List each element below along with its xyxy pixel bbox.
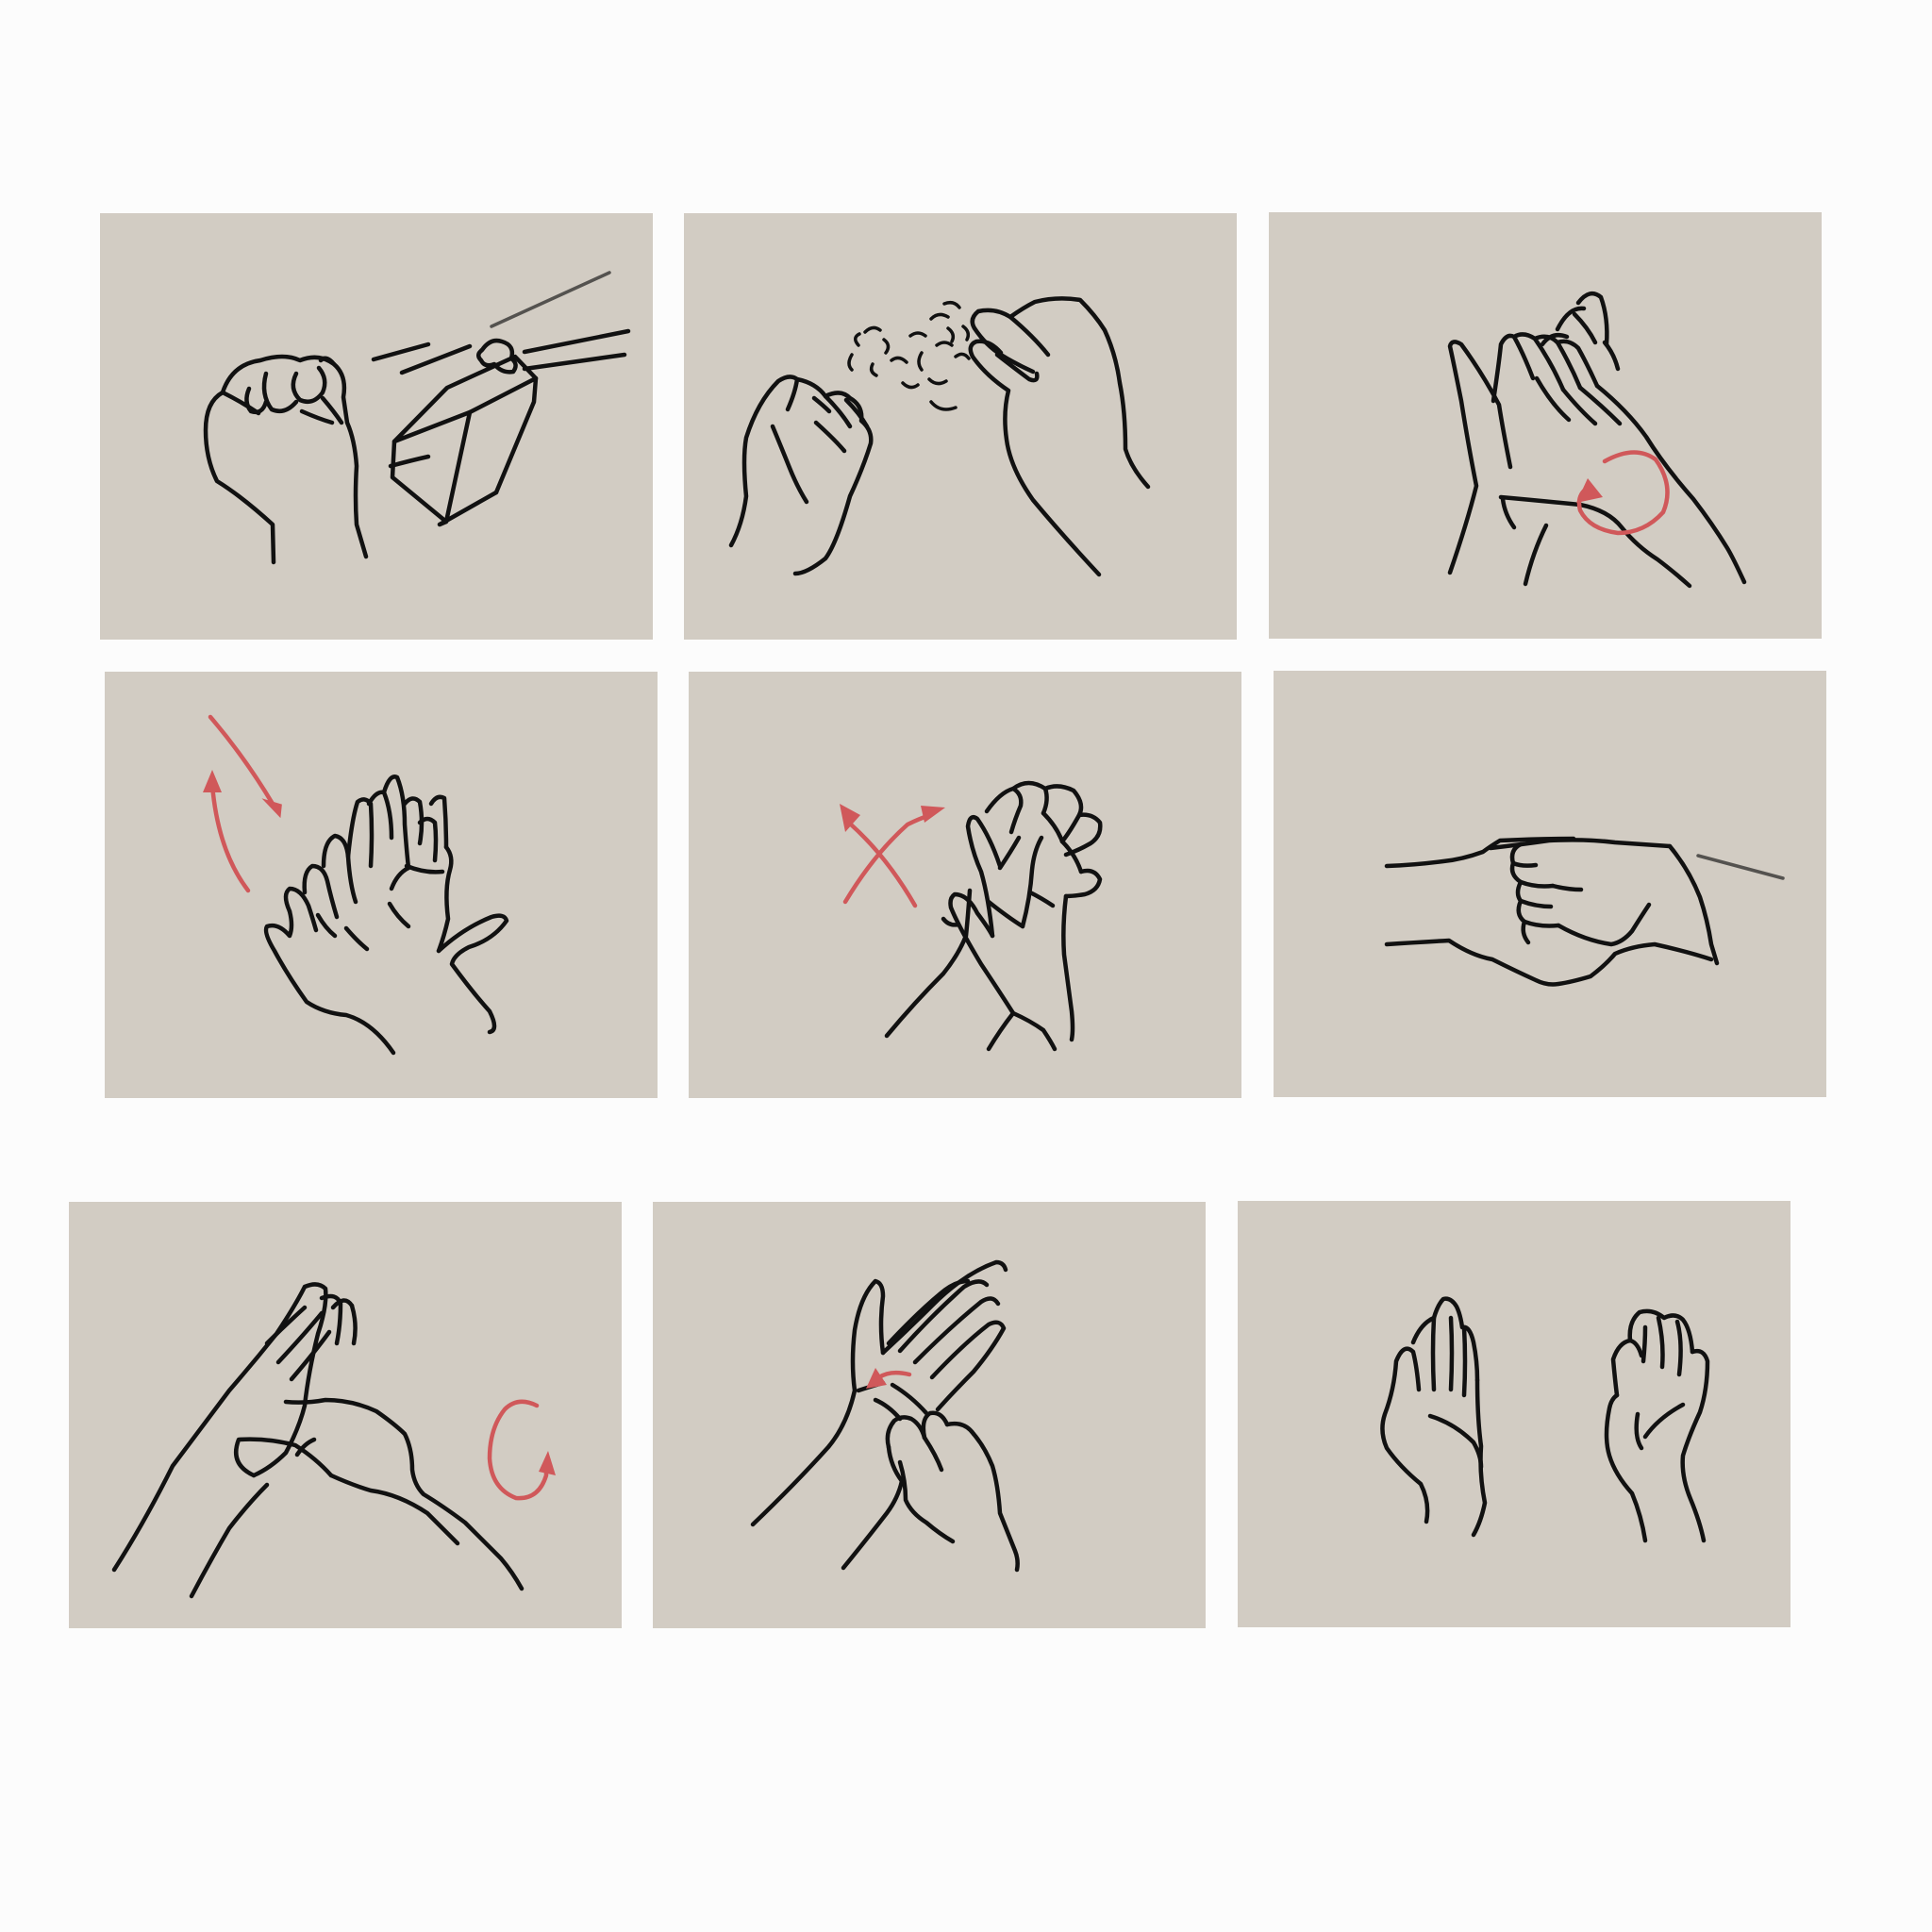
motion-arrow	[866, 1368, 912, 1389]
thumb-rotation-icon	[111, 1282, 556, 1599]
palm-circular-rub-icon	[1447, 291, 1747, 589]
sanitizer-spray-icon	[203, 271, 631, 565]
motion-arrows	[840, 804, 945, 908]
step-6-panel	[1274, 671, 1826, 1097]
motion-arrow	[1576, 450, 1670, 536]
step-7-panel	[69, 1202, 622, 1628]
fingertips-in-palm-icon	[750, 1259, 1020, 1573]
step-4-panel	[105, 672, 658, 1098]
motion-arrows	[203, 714, 282, 893]
step-9-panel	[1238, 1201, 1790, 1627]
step-3-panel	[1269, 212, 1822, 639]
step-1-panel	[100, 213, 653, 640]
step-5-panel	[689, 672, 1241, 1098]
step-2-panel	[684, 213, 1237, 640]
step-8-panel	[653, 1202, 1206, 1628]
motion-arrow	[487, 1399, 556, 1501]
back-of-hand-rub-icon	[203, 714, 509, 1056]
open-clean-hands-icon	[1380, 1296, 1710, 1543]
rub-palms-foam-icon	[728, 296, 1151, 577]
interlocked-fingers-icon	[1384, 836, 1785, 987]
interlaced-fingers-icon	[840, 780, 1103, 1052]
